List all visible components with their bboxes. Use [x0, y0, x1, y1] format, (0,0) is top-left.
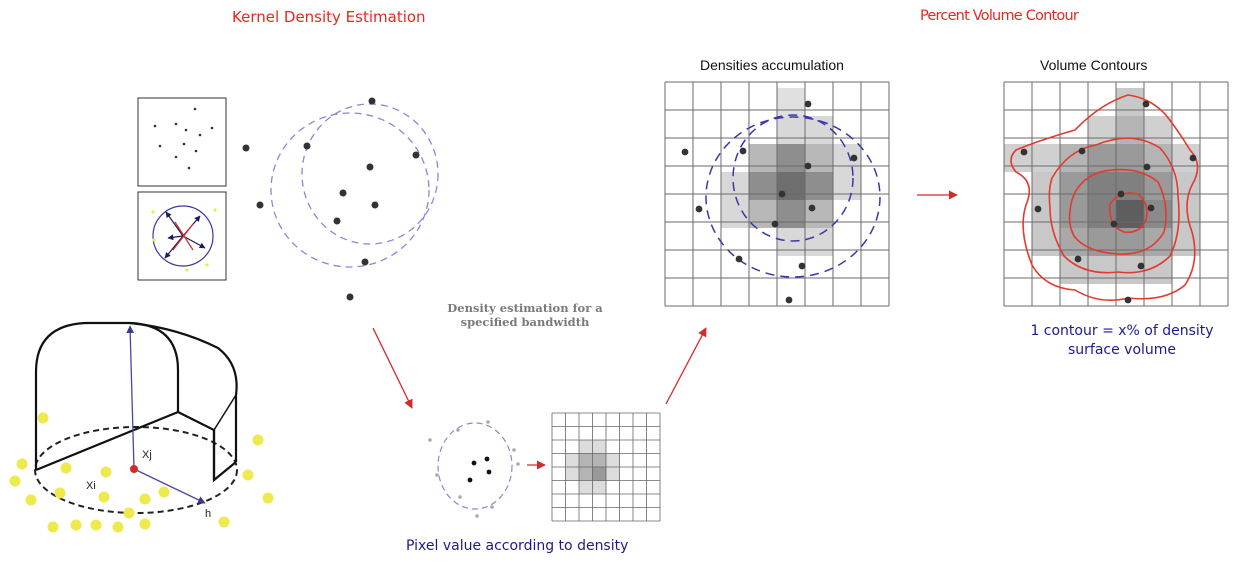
arrow-diagonal-icon: [372, 327, 413, 409]
kernel-sample-box: [137, 191, 227, 281]
flow-arrows: [372, 190, 958, 470]
volume-contours-label: Volume Contours: [1040, 57, 1148, 73]
contour-caption-line2: surface volume: [1067, 341, 1177, 358]
kernel-hump-3d: [9, 321, 274, 533]
density-estimation-line1: Density estimation for a: [447, 301, 603, 315]
pixel-kernel-sample: [428, 420, 520, 518]
contour-caption: 1 contour = x% of density surface volume: [1013, 322, 1231, 360]
xi-label: Xi: [86, 480, 96, 492]
xj-label: Xj: [142, 449, 152, 461]
kde-title: Kernel Density Estimation: [232, 8, 426, 26]
arrow-diagonal-icon: [665, 327, 707, 405]
densities-accumulation-label: Densities accumulation: [700, 57, 844, 73]
densities-accumulation-grid: [664, 81, 890, 307]
density-estimation-caption: Density estimation for a specified bandw…: [436, 301, 614, 330]
pvc-title: Percent Volume Contour: [920, 8, 1079, 24]
contour-caption-line1: 1 contour = x% of density: [1030, 323, 1214, 339]
h-label: h: [205, 508, 212, 520]
pixel-grid-small: [551, 412, 661, 522]
point-sample-box: [137, 97, 227, 187]
density-estimation-line2: specified bandwidth: [460, 314, 590, 329]
kernel-point-cloud: [242, 97, 439, 301]
pixel-value-caption: Pixel value according to density: [406, 538, 629, 554]
volume-contours-grid: [1003, 81, 1229, 307]
